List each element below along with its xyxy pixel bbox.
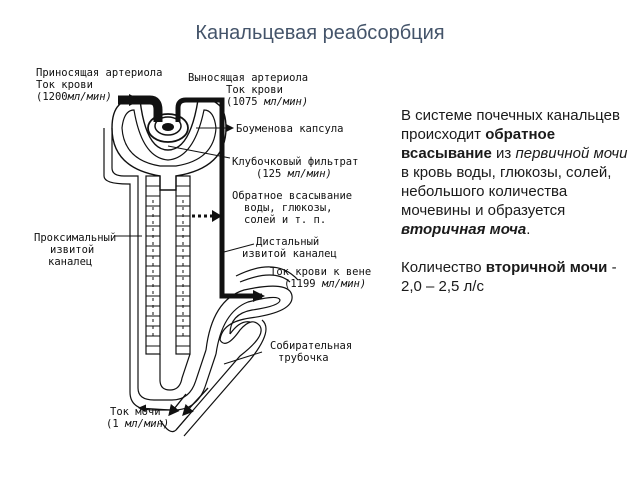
leader-lines [114, 124, 263, 413]
paragraph-1: В системе почечных канальцев происходит … [401, 107, 628, 238]
peritubular-capillary-left [103, 128, 139, 392]
reabsorption-arrow [192, 210, 222, 222]
proximal-tubule-label: Проксимальный извитой каналец [34, 232, 117, 268]
urine-flow-arrow [159, 393, 189, 433]
efferent-label: Выносящая артериола Ток крови (1075 мл/м… [188, 72, 309, 108]
proximal-tubule [145, 175, 191, 355]
bowman-capsule-label: Боуменова капсула [236, 123, 344, 135]
glomerulus [147, 113, 189, 143]
filtrate-label: Клубочковый фильтрат (125 мл/мин) [232, 156, 359, 180]
collecting-duct-label: Собирательная трубочка [270, 340, 353, 364]
loop-of-henle [129, 349, 217, 411]
reabsorption-label: Обратное всасывание воды, глюкозы, солей… [232, 190, 353, 226]
urine-flow-label: Ток мочи (1 мл/мин) [106, 406, 170, 430]
afferent-label: Приносящая артериола Ток крови (1200мл/м… [36, 67, 163, 103]
paragraph-2: Количество вторичной мочи - 2,0 – 2,5 л/… [401, 259, 617, 295]
collecting-duct [175, 319, 267, 437]
distal-tubule [205, 266, 299, 355]
description-text: В системе почечных канальцев происходит … [401, 106, 633, 296]
vein-label: Ток крови к вене (1199 мл/мин) [270, 266, 372, 290]
page-title: Канальцевая реабсорбция [195, 22, 445, 44]
distal-tubule-label: Дистальный извитой каналец [242, 236, 337, 260]
